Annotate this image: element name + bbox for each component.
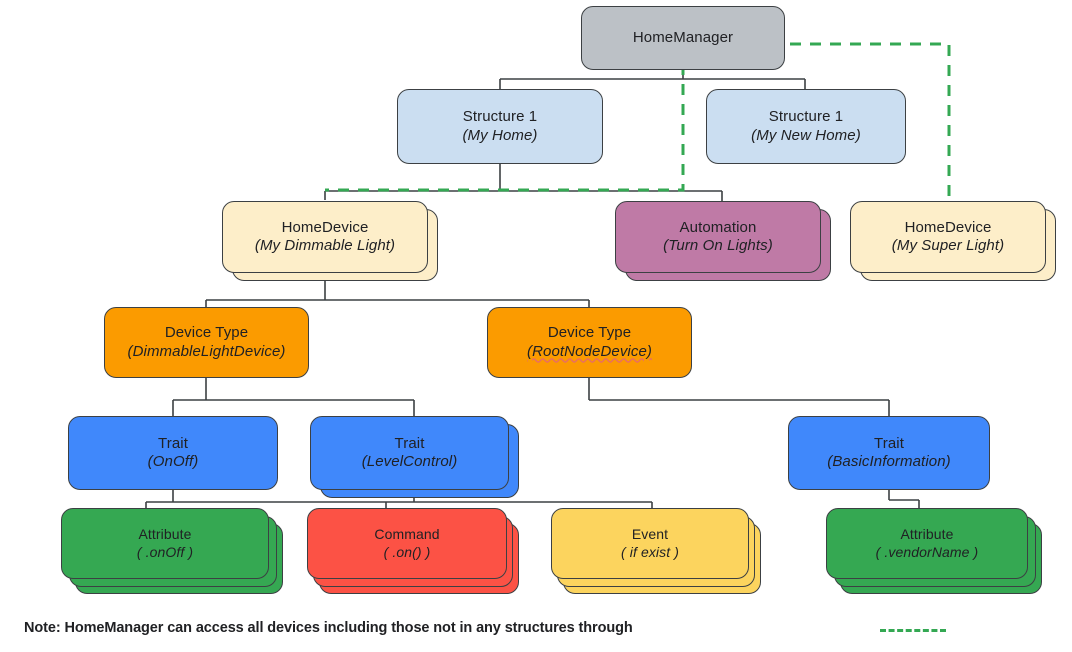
node-command-on-title: Command <box>374 526 440 543</box>
edge-homedevice1-devicetypes <box>205 276 590 307</box>
node-device-type-1-title: Device Type <box>164 324 249 342</box>
node-home-device-1-title: HomeDevice <box>281 218 369 236</box>
node-home-device-2-title: HomeDevice <box>904 218 992 236</box>
node-trait-basic-title: Trait <box>874 434 904 452</box>
dashed-green-line-icon <box>880 629 946 632</box>
node-trait-onoff-subtitle: (OnOff) <box>147 453 199 470</box>
node-home-manager[interactable]: HomeManager <box>581 6 785 70</box>
node-trait-level-title: Trait <box>394 434 425 452</box>
node-home-device-1[interactable]: HomeDevice (My Dimmable Light) <box>222 201 428 273</box>
node-device-type-2-subtitle: (RootNodeDevice) <box>527 342 652 360</box>
node-device-type-1-subtitle: (DimmableLightDevice) <box>127 342 286 360</box>
node-home-device-2-subtitle: (My Super Light) <box>891 237 1005 254</box>
node-attribute-vendor-subtitle: ( .vendorName ) <box>875 543 979 560</box>
node-home-manager-title: HomeManager <box>632 28 734 46</box>
node-command-on[interactable]: Command ( .on() ) <box>307 508 507 579</box>
node-device-type-2[interactable]: Device Type (RootNodeDevice) <box>487 307 692 378</box>
node-event-subtitle: ( if exist ) <box>621 543 679 560</box>
node-structure-2-title: Structure 1 <box>768 108 844 126</box>
node-event-if-exist[interactable]: Event ( if exist ) <box>551 508 749 579</box>
edge-dashed-homemanager-to-super-light <box>790 42 951 200</box>
node-device-type-1[interactable]: Device Type (DimmableLightDevice) <box>104 307 309 378</box>
node-trait-onoff-title: Trait <box>158 434 188 452</box>
edge-homemanager-structures <box>499 70 806 89</box>
node-trait-onoff[interactable]: Trait (OnOff) <box>68 416 278 490</box>
node-home-device-2[interactable]: HomeDevice (My Super Light) <box>850 201 1046 273</box>
node-home-device-1-subtitle: (My Dimmable Light) <box>254 237 396 254</box>
node-trait-basic-subtitle: (BasicInformation) <box>827 453 951 470</box>
node-automation[interactable]: Automation (Turn On Lights) <box>615 201 821 273</box>
node-attribute-onoff-title: Attribute <box>138 526 192 543</box>
node-command-on-subtitle: ( .on() ) <box>383 543 431 560</box>
node-structure-1-title: Structure 1 <box>462 108 538 126</box>
node-trait-level[interactable]: Trait (LevelControl) <box>310 416 509 490</box>
edge-traitbasic-attribute <box>888 490 920 508</box>
node-automation-subtitle: (Turn On Lights) <box>663 237 773 254</box>
node-attribute-onoff[interactable]: Attribute ( .onOff ) <box>61 508 269 579</box>
node-automation-title: Automation <box>679 218 757 236</box>
node-structure-1[interactable]: Structure 1 (My Home) <box>397 89 603 164</box>
node-attribute-vendor[interactable]: Attribute ( .vendorName ) <box>826 508 1028 579</box>
node-attribute-onoff-subtitle: ( .onOff ) <box>136 543 194 560</box>
node-trait-level-subtitle: (LevelControl) <box>361 453 458 470</box>
node-device-type-2-title: Device Type <box>547 324 632 342</box>
node-attribute-vendor-title: Attribute <box>900 526 954 543</box>
node-structure-2-subtitle: (My New Home) <box>751 126 861 144</box>
edge-traitonoff-leaves <box>145 490 653 508</box>
footer-note: Note: HomeManager can access all devices… <box>24 620 633 636</box>
node-structure-1-subtitle: (My Home) <box>462 126 538 144</box>
edge-dashed-homemanager-to-dimmable-light <box>325 44 685 192</box>
node-event-title: Event <box>631 526 669 543</box>
edge-devicetype1-traits <box>172 378 415 416</box>
edge-structure1-children <box>324 164 723 201</box>
edge-devicetype2-trait <box>588 378 890 416</box>
node-structure-2[interactable]: Structure 1 (My New Home) <box>706 89 906 164</box>
node-trait-basic[interactable]: Trait (BasicInformation) <box>788 416 990 490</box>
